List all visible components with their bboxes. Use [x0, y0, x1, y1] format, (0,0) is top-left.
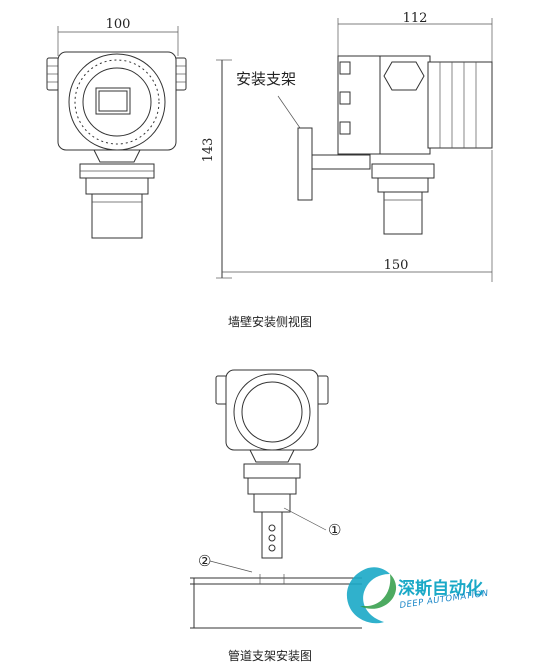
front-width-dim: 100 — [106, 17, 131, 32]
side-offset-dim: 150 — [384, 258, 409, 273]
side-height-dim: 143 — [201, 138, 216, 163]
side-depth-dim: 112 — [403, 11, 428, 26]
pipe-bracket-view: ① ② — [190, 369, 362, 629]
bracket-label: 安装支架 — [236, 70, 296, 88]
front-view: 100 — [46, 17, 187, 239]
callout-1: ① — [328, 521, 341, 539]
deep-automation-logo: 深斯自动化 DEEP AUTOMATION — [346, 567, 489, 624]
side-view: 112 143 安装支架 150 — [201, 11, 493, 282]
callout-2: ② — [198, 552, 211, 570]
pipe-mount-caption: 管道支架安装图 — [228, 648, 312, 663]
wall-mount-caption: 墙壁安装侧视图 — [228, 314, 312, 329]
logo-name-cn: 深斯自动化 — [398, 578, 483, 599]
